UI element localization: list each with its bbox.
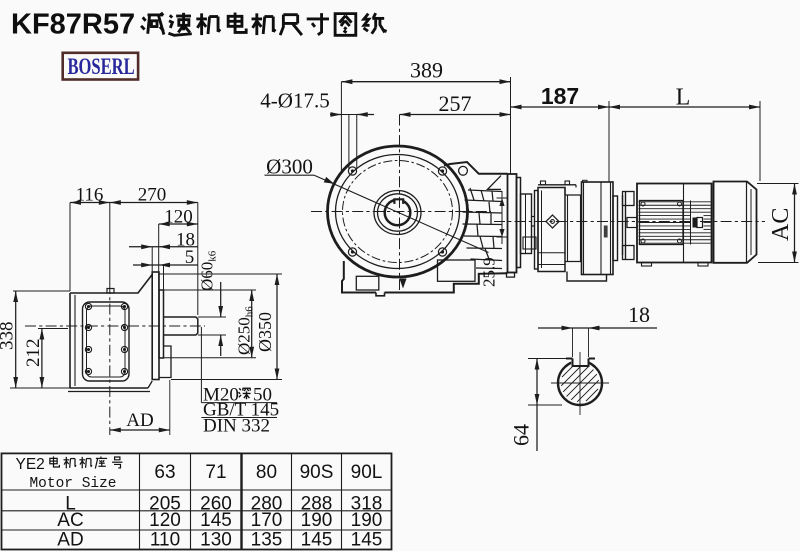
svg-text:L: L [65,493,76,514]
svg-text:205: 205 [149,493,181,514]
svg-text:90S: 90S [300,462,334,483]
svg-text:120: 120 [149,510,181,531]
svg-text:80: 80 [256,462,277,483]
svg-text:116: 116 [76,185,104,206]
svg-text:260: 260 [200,493,232,514]
svg-text:170: 170 [251,510,283,531]
svg-text:Ø250h6: Ø250h6 [235,306,256,355]
svg-text:190: 190 [301,510,333,531]
svg-text:71: 71 [205,462,226,483]
svg-text:AC: AC [768,208,794,241]
svg-text:Ø350: Ø350 [255,312,275,352]
svg-text:18: 18 [176,229,195,250]
svg-text:212: 212 [23,339,44,368]
svg-text:DIN 332: DIN 332 [203,416,270,437]
svg-text:270: 270 [138,185,167,206]
svg-text:KF87R57: KF87R57 [11,9,135,41]
svg-text:AD: AD [126,410,153,431]
svg-text:63: 63 [154,462,175,483]
svg-text:120: 120 [164,207,193,228]
svg-text:M20: M20 [203,385,239,406]
svg-text:280: 280 [251,493,283,514]
svg-text:257: 257 [439,91,472,116]
svg-text:288: 288 [301,493,333,514]
svg-text:AC: AC [57,510,83,531]
svg-text:145: 145 [301,529,333,550]
svg-text:338: 338 [0,322,18,351]
svg-text:187: 187 [541,83,579,109]
svg-text:AD: AD [57,529,83,550]
svg-text:110: 110 [150,529,180,550]
svg-text:64: 64 [509,424,534,446]
svg-text:25.9: 25.9 [480,257,499,287]
svg-text:L: L [676,85,691,111]
svg-text:190: 190 [351,510,383,531]
svg-text:BOSERL: BOSERL [68,54,135,79]
svg-text:145: 145 [351,529,383,550]
svg-text:Ø300: Ø300 [266,155,313,179]
svg-text:50: 50 [253,385,272,406]
svg-text:145: 145 [200,510,232,531]
svg-text:18: 18 [628,302,650,327]
svg-text:389: 389 [410,58,443,83]
svg-text:GB/T 145: GB/T 145 [203,400,279,421]
svg-text:318: 318 [351,493,383,514]
svg-text:Motor Size: Motor Size [29,476,116,492]
svg-text:Ø60k6: Ø60k6 [198,250,219,291]
svg-text:130: 130 [200,529,232,550]
svg-text:5: 5 [185,247,195,268]
svg-text:90L: 90L [351,462,383,483]
svg-text:YE2: YE2 [16,456,45,473]
svg-text:135: 135 [251,529,283,550]
svg-text:4-Ø17.5: 4-Ø17.5 [260,89,329,113]
